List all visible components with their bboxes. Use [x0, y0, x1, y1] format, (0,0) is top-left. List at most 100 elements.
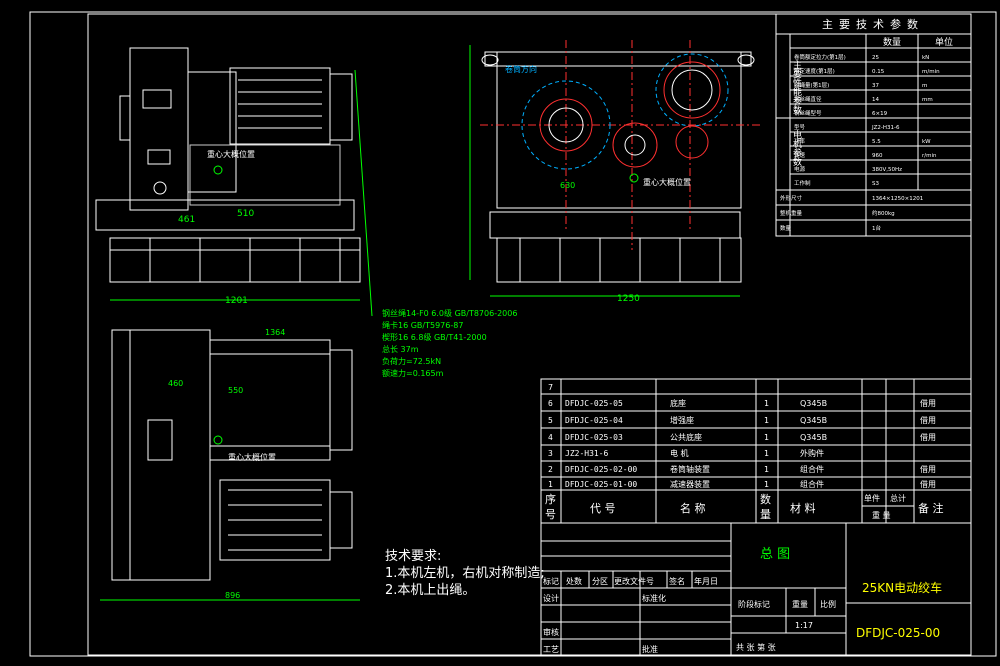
svg-text:14: 14	[872, 97, 879, 103]
gearbox-body	[129, 47, 189, 211]
svg-text:卷筒额定拉力(第1层): 卷筒额定拉力(第1层)	[794, 53, 846, 61]
dim-550: 550	[228, 386, 243, 395]
svg-text:JZ2-H31-6: JZ2-H31-6	[871, 125, 900, 131]
dim-630: 630	[560, 181, 575, 190]
spec-rows: 卷筒额定拉力(第1层) 25 kN 额定速度(第1层) 0.15 m/min 容…	[780, 53, 940, 232]
spec-table	[775, 13, 972, 237]
svg-text:DFDJC-025-01-00: DFDJC-025-01-00	[565, 480, 637, 489]
svg-text:6: 6	[548, 399, 553, 408]
parts-list-grid	[540, 378, 972, 524]
drum	[209, 339, 331, 461]
svg-text:约800kg: 约800kg	[872, 209, 895, 217]
inner-border	[87, 13, 972, 656]
side-base	[496, 237, 742, 283]
svg-text:总长 37m: 总长 37m	[382, 344, 419, 354]
svg-text:DFDJC-025-04: DFDJC-025-04	[565, 416, 623, 425]
svg-text:更改文件号: 更改文件号	[614, 576, 654, 586]
gearbox-window	[142, 89, 172, 109]
svg-text:额定速度(第1层): 额定速度(第1层)	[794, 67, 835, 75]
svg-text:380V,50Hz: 380V,50Hz	[872, 167, 902, 173]
svg-text:数量: 数量	[780, 224, 792, 232]
outer-border	[29, 11, 997, 657]
drawing-type: 总 图	[760, 547, 790, 562]
svg-text:3: 3	[548, 449, 553, 458]
svg-text:号: 号	[545, 508, 556, 521]
svg-text:JZ2-H31-6: JZ2-H31-6	[565, 449, 609, 458]
svg-text:5: 5	[548, 416, 553, 425]
svg-text:1: 1	[764, 480, 769, 489]
top-view	[100, 329, 360, 601]
svg-text:Q345B: Q345B	[800, 399, 827, 408]
svg-text:名 称: 名 称	[680, 501, 706, 515]
svg-text:单件: 单件	[864, 493, 880, 503]
svg-text:年月日: 年月日	[694, 576, 718, 586]
svg-text:总计: 总计	[890, 493, 906, 503]
dim-461-top: 460	[168, 379, 183, 388]
svg-text:组合件: 组合件	[800, 479, 824, 489]
svg-text:功率: 功率	[794, 137, 806, 145]
svg-text:1台: 1台	[872, 224, 881, 232]
svg-text:重 量: 重 量	[872, 510, 891, 520]
dim-bottom: 896	[225, 591, 240, 600]
svg-text:楔形16 6.8级 GB/T41-2000: 楔形16 6.8级 GB/T41-2000	[382, 332, 487, 342]
front-view	[95, 47, 373, 317]
svg-text:签名: 签名	[669, 576, 685, 586]
cog-label-top: 重心大概位置	[228, 452, 276, 462]
svg-text:额速力=0.165m: 额速力=0.165m	[382, 368, 444, 378]
front-notes: 钢丝绳14-F0 6.0级 GB/T8706-2006 绳卡16 GB/T597…	[382, 308, 517, 378]
svg-text:DFDJC-025-03: DFDJC-025-03	[565, 433, 623, 442]
svg-text:1: 1	[764, 465, 769, 474]
svg-text:Q345B: Q345B	[800, 433, 827, 442]
spec-col-unit: 单位	[935, 36, 953, 48]
svg-text:4: 4	[548, 433, 553, 442]
svg-text:备 注: 备 注	[918, 501, 944, 515]
parts-list-header: 序 号 代 号 名 称 数 量 材 料 单件 总计 重 量 备 注	[545, 492, 944, 521]
dim-1200: 1201	[225, 296, 248, 306]
cog-label-side: 重心大概位置	[643, 177, 691, 187]
svg-text:型号: 型号	[794, 123, 806, 131]
svg-text:外形尺寸: 外形尺寸	[780, 194, 803, 202]
svg-text:比例: 比例	[820, 599, 836, 609]
tech-req-1: 1.本机左机，右机对称制造;	[385, 566, 545, 581]
svg-text:借用: 借用	[920, 398, 936, 408]
svg-text:分区: 分区	[592, 577, 608, 586]
svg-text:标准化: 标准化	[642, 593, 666, 603]
coupling-housing	[187, 71, 237, 193]
svg-text:借用: 借用	[920, 479, 936, 489]
spec-group-motor: 电机参数	[791, 129, 802, 167]
svg-text:公共底座: 公共底座	[670, 432, 702, 442]
svg-text:1: 1	[764, 399, 769, 408]
dim-461-front: 461	[178, 215, 195, 225]
svg-text:37: 37	[872, 83, 879, 89]
motor-body	[229, 67, 331, 145]
svg-text:数: 数	[760, 493, 771, 506]
svg-text:处数: 处数	[566, 576, 582, 586]
rotation-label: 卷筒方向	[505, 64, 537, 74]
tech-req-title: 技术要求:	[385, 549, 441, 564]
svg-text:批准: 批准	[642, 644, 658, 654]
svg-text:6×19: 6×19	[872, 111, 888, 117]
spec-col-value: 数量	[883, 36, 901, 48]
svg-text:量: 量	[760, 508, 771, 521]
svg-text:m/min: m/min	[922, 69, 940, 75]
svg-text:Q345B: Q345B	[800, 416, 827, 425]
dim-1364: 1364	[265, 328, 285, 337]
svg-text:卷筒轴装置: 卷筒轴装置	[670, 464, 710, 474]
svg-text:1: 1	[764, 449, 769, 458]
title-block-grid	[540, 522, 972, 656]
svg-text:25: 25	[872, 55, 879, 61]
svg-text:1364×1250×1201: 1364×1250×1201	[872, 196, 923, 202]
cog-label-front: 重心大概位置	[207, 149, 255, 159]
drawing-number: DFDJC-025-00	[856, 626, 940, 640]
svg-text:容绳量(第1层): 容绳量(第1层)	[794, 81, 829, 89]
svg-text:S3: S3	[872, 181, 879, 187]
svg-text:外购件: 外购件	[800, 448, 824, 458]
svg-text:材 料: 材 料	[790, 501, 816, 515]
svg-text:5.5: 5.5	[872, 139, 881, 145]
svg-text:转速: 转速	[794, 151, 806, 159]
svg-text:共 张 第 张: 共 张 第 张	[736, 642, 776, 652]
svg-text:1:17: 1:17	[795, 621, 813, 630]
svg-text:工作制: 工作制	[794, 179, 811, 187]
svg-text:借用: 借用	[920, 432, 936, 442]
